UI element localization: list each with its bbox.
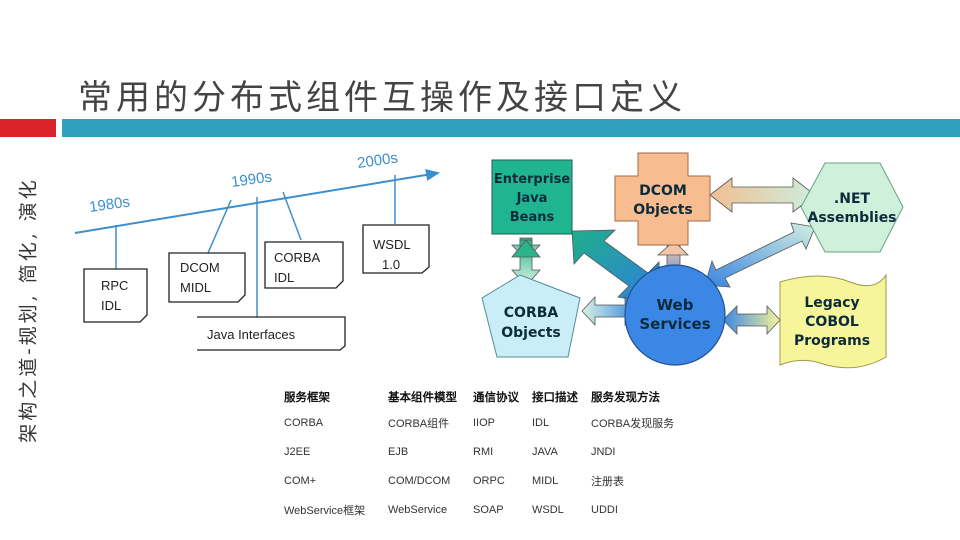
svg-text:Programs: Programs [794,333,870,349]
svg-text:IDL: IDL [101,298,121,313]
svg-text:COBOL: COBOL [805,314,859,330]
svg-text:DCOM: DCOM [180,260,220,275]
note-dcom-midl: DCOM MIDL [168,252,246,303]
table-cell: RMI [473,445,494,458]
table-cell: IIOP [473,416,496,429]
table-cell: MIDL [532,474,559,487]
table-cell: CORBA发现服务 [591,417,675,430]
note-rpc-idl: RPC IDL [83,268,148,323]
svg-text:WSDL: WSDL [373,237,411,252]
table-row: CORBA CORBA组件 IIOP IDL CORBA发现服务 [284,408,682,437]
table-row: J2EE EJB RMI JAVA JNDI [284,437,682,466]
column-header: 基本组件模型 [388,392,457,404]
node-corba-objects: CORBA Objects [481,274,581,358]
svg-text:Objects: Objects [501,325,561,341]
svg-text:CORBA: CORBA [274,250,321,265]
svg-text:Web: Web [657,296,694,314]
svg-text:Java: Java [516,191,548,206]
svg-text:Legacy: Legacy [804,295,859,311]
arrow-web-cobol [722,304,781,336]
era-label: 1990s [230,168,273,191]
table-cell: WSDL [532,503,564,516]
svg-text:RPC: RPC [101,278,128,293]
table-cell: COM+ [284,474,317,487]
svg-text:IDL: IDL [274,270,294,285]
svg-text:Services: Services [639,315,710,333]
title-accent-red-bar [0,119,56,137]
node-net-assemblies: .NET Assemblies [800,162,904,253]
node-legacy-cobol-programs: Legacy COBOL Programs [779,273,887,369]
side-caption-text: 架构之道-规划, 简化, 演化 [17,177,40,443]
table-cell: WebService框架 [284,504,366,517]
svg-text:CORBA: CORBA [504,305,559,321]
table-cell: EJB [388,445,409,458]
note-java-interfaces: Java Interfaces [197,316,346,351]
table-cell: UDDI [591,503,618,516]
table-cell: CORBA [284,416,324,429]
svg-text:Beans: Beans [510,210,555,225]
svg-text:Assemblies: Assemblies [807,210,896,226]
table-header-row: 服务框架 基本组件模型 通信协议 接口描述 服务发现方法 [284,386,682,408]
node-dcom-objects: DCOM Objects [614,152,711,246]
column-header: 服务发现方法 [591,392,660,404]
framework-comparison-table: 服务框架 基本组件模型 通信协议 接口描述 服务发现方法 CORBA CORBA… [284,386,682,524]
timeline-diagram: 1980s 1990s 2000s RPC IDL DCOM MIDL CORB… [74,149,440,351]
svg-text:MIDL: MIDL [180,280,211,295]
arrow-ejb-corba [511,237,541,287]
era-label: 1980s [88,193,131,216]
table-cell: WebService [388,503,448,516]
node-web-services: Web Services [624,264,726,366]
table-row: COM+ COM/DCOM ORPC MIDL 注册表 [284,466,682,495]
column-header: 通信协议 [473,392,519,404]
svg-text:Java Interfaces: Java Interfaces [207,327,296,342]
table-cell: ORPC [473,474,505,487]
svg-text:.NET: .NET [834,191,871,207]
title-accent-blue-bar [62,119,960,137]
note-corba-idl: CORBA IDL [264,241,344,289]
svg-text:DCOM: DCOM [639,183,687,199]
table-cell: COM/DCOM [388,474,451,487]
arrow-dcom-net [709,177,816,213]
svg-text:Objects: Objects [633,202,693,218]
note-wsdl: WSDL 1.0 [362,224,430,274]
era-label: 2000s [356,149,399,172]
table-cell: IDL [532,416,550,429]
table-row: WebService框架 WebService SOAP WSDL UDDI [284,495,682,524]
node-enterprise-java-beans: Enterprise Java Beans [491,159,573,235]
table-cell: JAVA [532,445,558,458]
slide-title: 常用的分布式组件互操作及接口定义 [78,78,686,118]
column-header: 接口描述 [532,392,578,404]
svg-text:1.0: 1.0 [382,257,400,272]
column-header: 服务框架 [284,392,330,404]
connector-line [282,191,302,241]
svg-text:Enterprise: Enterprise [494,172,570,187]
side-caption: 架构之道-规划, 简化, 演化 [12,150,42,470]
table-cell: 注册表 [591,475,624,488]
table-cell: CORBA组件 [388,417,450,430]
interop-diagram: Enterprise Java Beans DCOM Objects .NET … [481,152,904,369]
table-cell: SOAP [473,503,504,516]
table-cell: JNDI [591,445,616,458]
connector-line [207,199,232,254]
table-cell: J2EE [284,445,311,458]
